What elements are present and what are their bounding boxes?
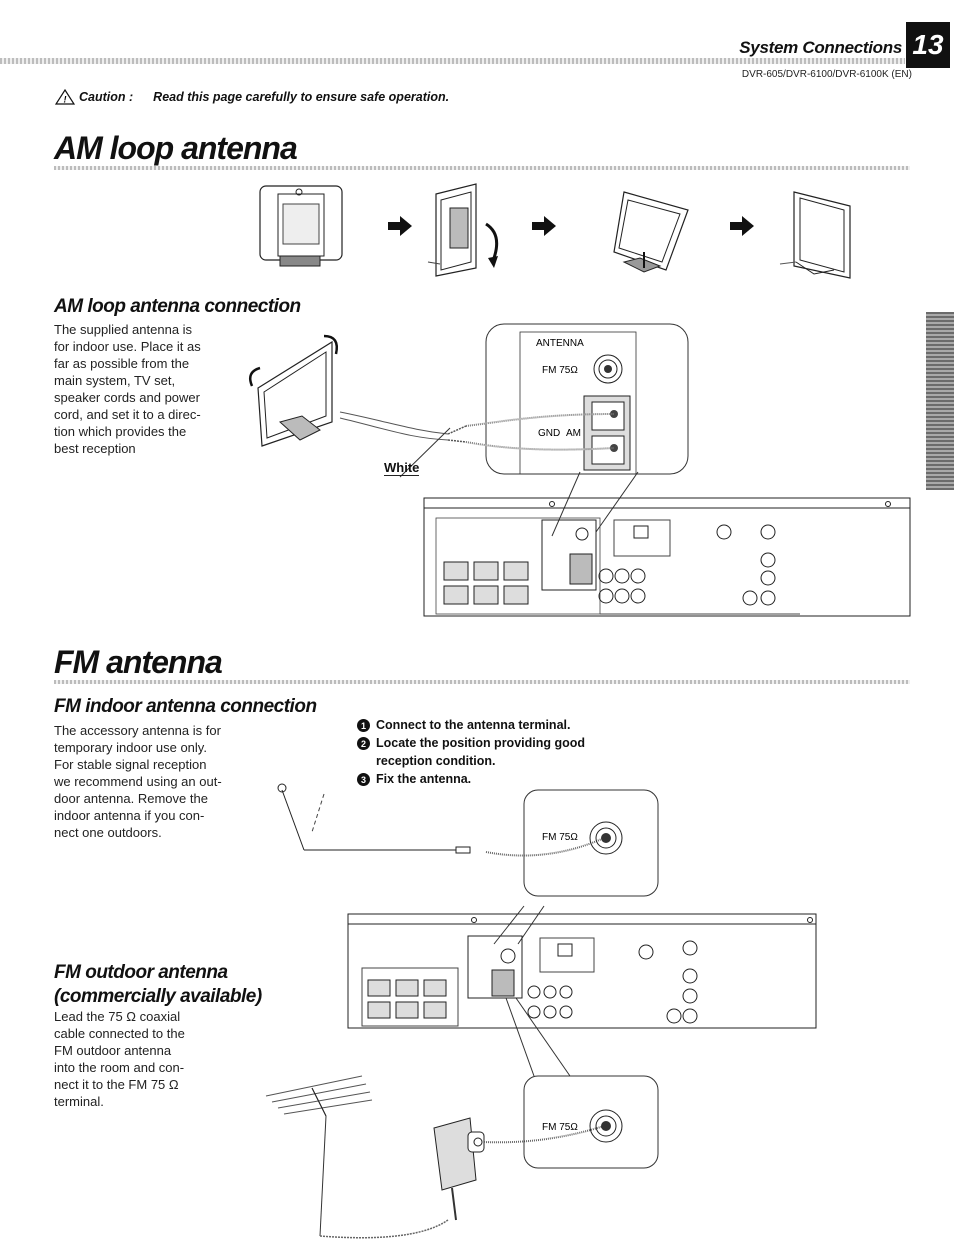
antenna-plug-adapter-illustration — [433, 1117, 485, 1221]
panel-gnd-label: GND — [538, 428, 560, 439]
am-title: AM loop antenna — [54, 130, 298, 166]
fm-indoor-diagram: FM 75Ω — [277, 783, 659, 897]
am-title-rule — [54, 166, 910, 170]
model-numbers: DVR-605/DVR-6100/DVR-6100K (EN) — [741, 69, 912, 80]
step-number: 3 — [357, 773, 370, 786]
step-number: 1 — [357, 719, 370, 732]
page-number: 13 — [906, 22, 950, 68]
step-text: Connect to the antenna terminal. — [376, 718, 571, 732]
step-text: Locate the position providing good — [376, 736, 586, 750]
step-text: reception condition. — [376, 754, 496, 768]
fm-rear-panel-diagram — [347, 905, 817, 1077]
fm-wire-antenna-illustration — [277, 783, 471, 854]
warning-triangle-icon: ! — [55, 89, 75, 105]
step-3: 3 Fix the antenna. — [357, 770, 585, 788]
am-connection-diagram: ANTENNA FM 75Ω GND AM — [249, 323, 911, 617]
antenna-unfolding-illustration — [427, 183, 499, 277]
panel-am-label: AM — [566, 428, 581, 439]
am-connection-text: The supplied antenna is for indoor use. … — [54, 322, 201, 456]
panel-antenna-label: ANTENNA — [536, 338, 584, 349]
svg-text:!: ! — [64, 95, 67, 105]
antenna-assembled-illustration — [779, 191, 851, 279]
fm-indoor-text: The accessory antenna is for temporary i… — [54, 723, 222, 840]
step-number: 2 — [357, 737, 370, 750]
right-arrow-icon — [730, 216, 754, 236]
step-2-continued: reception condition. — [357, 752, 585, 770]
fm-title-rule — [54, 680, 910, 684]
outdoor-antenna-illustration — [265, 1075, 449, 1239]
antenna-stand-illustration — [613, 191, 689, 273]
caution-message: Read this page carefully to ensure safe … — [153, 90, 450, 104]
fm-title: FM antenna — [54, 644, 223, 680]
right-arrow-icon — [532, 216, 556, 236]
fm-outdoor-terminal-label: FM 75Ω — [542, 1122, 578, 1133]
panel-fm-label: FM 75Ω — [542, 365, 578, 376]
header-rule — [0, 58, 905, 64]
antenna-folded-illustration — [259, 185, 343, 267]
am-loop-antenna-illustration — [249, 334, 338, 447]
right-arrow-icon — [388, 216, 412, 236]
white-wire-label: White — [384, 460, 420, 476]
am-assembly-sequence — [259, 183, 851, 279]
caution-label: Caution : — [79, 90, 134, 104]
fm-outdoor-title: FM outdoor antenna — [54, 962, 228, 983]
fm-outdoor-subtitle: (commercially available) — [54, 986, 262, 1007]
section-title: System Connections — [739, 38, 902, 57]
rca-jacks — [527, 985, 573, 1019]
fm-outdoor-diagram: FM 75Ω — [265, 1075, 659, 1239]
caution-notice: ! Caution : Read this page carefully to … — [55, 89, 449, 105]
step-1: 1 Connect to the antenna terminal. — [357, 716, 585, 734]
step-text: Fix the antenna. — [376, 772, 472, 786]
fm-indoor-terminal-label: FM 75Ω — [542, 832, 578, 843]
fm-steps: 1 Connect to the antenna terminal. 2 Loc… — [357, 716, 585, 788]
step-2: 2 Locate the position providing good — [357, 734, 585, 752]
fm-indoor-title: FM indoor antenna connection — [54, 696, 317, 717]
fm-outdoor-text: Lead the 75 Ω coaxial cable connected to… — [54, 1009, 185, 1109]
rca-jacks — [598, 568, 646, 604]
side-index-tab — [926, 312, 954, 490]
speaker-terminals — [443, 561, 529, 605]
am-connection-title: AM loop antenna connection — [54, 296, 301, 317]
speaker-terminals — [367, 979, 447, 1019]
